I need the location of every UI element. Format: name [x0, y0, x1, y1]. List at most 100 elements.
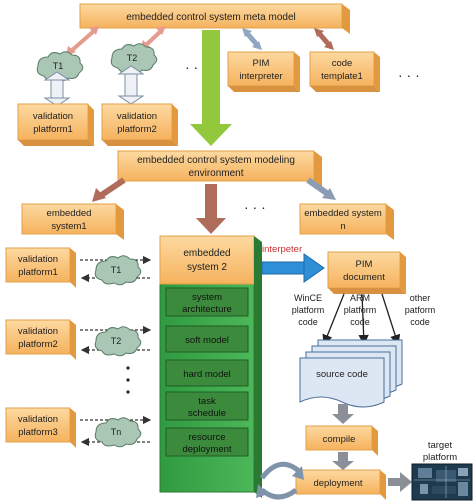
compile-box: compile [305, 425, 378, 456]
wince-line3: code [298, 317, 318, 327]
validation-platform3-box: validation platform3 [5, 407, 76, 448]
validation-platform1-box: validation platform1 [5, 247, 76, 288]
compile-label: compile [323, 434, 356, 445]
cloud-icon [94, 255, 142, 286]
arm-platform-code-label: ARM platform code [344, 293, 377, 327]
wince-platform-code-label: WinCE platform code [292, 293, 325, 327]
cloud-icon [94, 417, 142, 448]
tn-link-left: Tn [80, 415, 152, 448]
validation-platform1-top-box: validation platform1 [17, 103, 94, 146]
module-resource-deployment-line2: deployment [182, 444, 231, 455]
ellipsis-right: · · · [398, 67, 420, 83]
t2-link-left: T2 [80, 325, 152, 357]
t1-label-left: T1 [111, 265, 122, 275]
embedded-system-n-line1: embedded system [304, 208, 382, 219]
t2-label-top: T2 [127, 53, 138, 63]
other-line3: code [410, 317, 430, 327]
source-code-label: source code [316, 369, 368, 380]
arm-line1: ARM [350, 293, 370, 303]
module-hard-model-label: hard model [183, 369, 231, 380]
ellipsis-vertical [126, 366, 130, 394]
meta-model-label: embedded control system meta model [126, 12, 296, 23]
tn-label-left: Tn [111, 427, 122, 437]
validation-platform2-top-line1: validation [117, 111, 157, 122]
arm-line3: code [350, 317, 370, 327]
pim-interpreter-line1: PIM [253, 58, 270, 69]
module-system-architecture-line2: architecture [182, 304, 232, 315]
module-task-schedule-line1: task [198, 396, 216, 407]
interpeter-label: interpeter [262, 244, 302, 255]
meta-to-modeling-env-arrow [190, 30, 232, 146]
module-soft-model-label: soft model [185, 335, 229, 346]
validation-platform1-line2: platform1 [18, 267, 58, 278]
module-system-architecture: system architecture [165, 287, 249, 317]
embedded-system1-line2: system1 [51, 221, 86, 232]
module-system-architecture-line1: system [192, 292, 222, 303]
pim-document-line1: PIM [356, 259, 373, 270]
system2-to-pim-document-arrow [261, 253, 325, 283]
embedded-system2-line2: system 2 [187, 262, 227, 273]
validation-platform2-top-line2: platform2 [117, 124, 157, 135]
modeling-env-to-system-n-arrow [306, 177, 336, 200]
pim-to-wince-arrow [322, 293, 345, 346]
code-template-box: code template1 [309, 51, 380, 92]
t2-label-left: T2 [111, 336, 122, 346]
validation-platform1-line1: validation [18, 254, 58, 265]
validation-platform1-top-line2: platform1 [33, 124, 73, 135]
validation-platform2-box: validation platform2 [5, 319, 76, 360]
meta-to-code-template-arrow [314, 28, 334, 50]
modeling-env-line2: environment [188, 168, 243, 179]
embedded-system-n-box: embedded system n [299, 203, 394, 240]
pim-document-line2: document [343, 272, 385, 283]
deployment-label: deployment [313, 478, 362, 489]
source-to-compile-arrow [332, 404, 354, 424]
embedded-system1-box: embedded system1 [21, 203, 124, 240]
compile-to-deployment-arrow [332, 452, 354, 470]
deployment-box: deployment [295, 469, 386, 500]
other-line2: patform [405, 305, 436, 315]
module-task-schedule-line2: schedule [188, 408, 226, 419]
validation-platform2-line2: platform2 [18, 339, 58, 350]
system2-deployment-curved-arrows [256, 461, 304, 500]
module-resource-deployment: resource deployment [165, 427, 249, 457]
other-platform-code-label: other patform code [405, 293, 436, 327]
embedded-system-n-line2: n [340, 221, 345, 232]
t1-label-top: T1 [53, 61, 64, 71]
arm-line2: platform [344, 305, 377, 315]
modeling-env-to-system2-arrow [196, 184, 226, 234]
wince-line2: platform [292, 305, 325, 315]
other-line1: other [410, 293, 431, 303]
meta-to-t1-arrow [66, 26, 99, 56]
module-hard-model: hard model [165, 359, 249, 387]
code-template-line1: code [332, 58, 353, 69]
t2-to-validation2-arrow [117, 65, 145, 105]
pim-interpreter-box: PIM interpreter [227, 51, 300, 92]
t1-link-left: T1 [80, 255, 152, 286]
embedded-system1-line1: embedded [47, 208, 92, 219]
target-platform-line1: target [428, 440, 453, 451]
validation-platform1-top-line1: validation [33, 111, 73, 122]
validation-platform2-top-box: validation platform2 [101, 103, 178, 146]
target-platform-line2: platform [423, 452, 457, 463]
document-stack-icon: source code [299, 339, 403, 408]
code-template-line2: template1 [321, 71, 363, 82]
modeling-environment-box: embedded control system modeling environ… [117, 150, 322, 187]
pim-document-box: PIM document [327, 251, 406, 294]
ellipsis-top: · · · [185, 59, 207, 75]
validation-platform2-line1: validation [18, 326, 58, 337]
wince-line1: WinCE [294, 293, 322, 303]
circuit-board-icon [411, 463, 473, 501]
module-resource-deployment-line1: resource [189, 432, 226, 443]
meta-model-box: embedded control system meta model [79, 3, 350, 34]
modeling-env-line1: embedded control system modeling [137, 155, 295, 166]
pim-to-other-arrow [381, 293, 401, 346]
meta-to-pim-interpreter-arrow [242, 28, 262, 50]
deployment-to-target-arrow [388, 472, 412, 492]
validation-platform3-line2: platform3 [18, 427, 58, 438]
cloud-icon [94, 326, 142, 357]
pim-interpreter-line2: interpreter [239, 71, 282, 82]
pim-to-arm-arrow [358, 293, 369, 346]
embedded-system2-line1: embedded [183, 248, 230, 259]
t1-to-validation1-arrow [43, 71, 71, 107]
